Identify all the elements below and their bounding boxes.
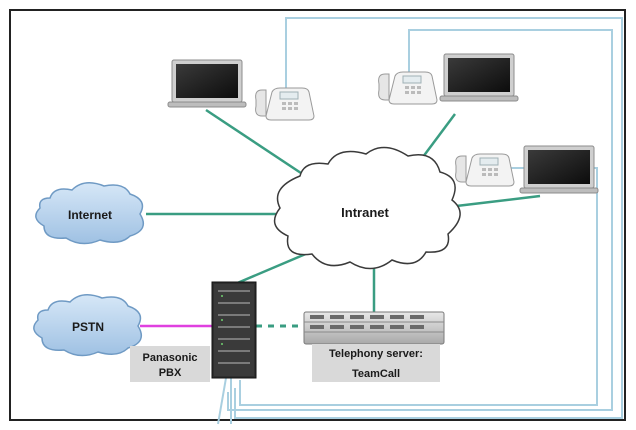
- link-pbx-intranet: [234, 251, 309, 286]
- phone-line-1: [234, 17, 623, 419]
- pbx-label-line2: PBX: [159, 367, 182, 379]
- pbx-label-box: Panasonic PBX: [130, 346, 210, 382]
- intranet-label: Intranet: [341, 205, 389, 220]
- link-laptop1-intranet: [205, 108, 317, 185]
- laptop-icon: [519, 145, 599, 194]
- desk-phone-icon: [455, 153, 515, 187]
- internet-label: Internet: [68, 208, 112, 222]
- laptop-icon: [439, 53, 519, 102]
- pbx-label-line1: Panasonic: [142, 352, 197, 364]
- network-links: [146, 108, 541, 328]
- rack-server-icon: [303, 311, 445, 345]
- server-label-line2: TeamCall: [352, 368, 400, 380]
- pstn-label: PSTN: [72, 320, 104, 334]
- pbx-cabinet-icon: [211, 281, 257, 379]
- phone-line-2: [227, 29, 613, 411]
- intranet-cloud: Intranet: [273, 146, 461, 270]
- internet-cloud: Internet: [35, 182, 145, 245]
- laptop-icon: [167, 59, 247, 108]
- pstn-cloud: PSTN: [33, 294, 143, 357]
- pbx-downlink-2: [217, 377, 227, 425]
- server-label-line1: Telephony server:: [329, 348, 423, 360]
- desk-phone-icon: [255, 87, 315, 121]
- server-label-box: Telephony server: TeamCall: [312, 344, 440, 382]
- link-laptop3-intranet: [447, 194, 541, 209]
- desk-phone-icon: [378, 71, 438, 105]
- diagram-frame: [9, 9, 626, 421]
